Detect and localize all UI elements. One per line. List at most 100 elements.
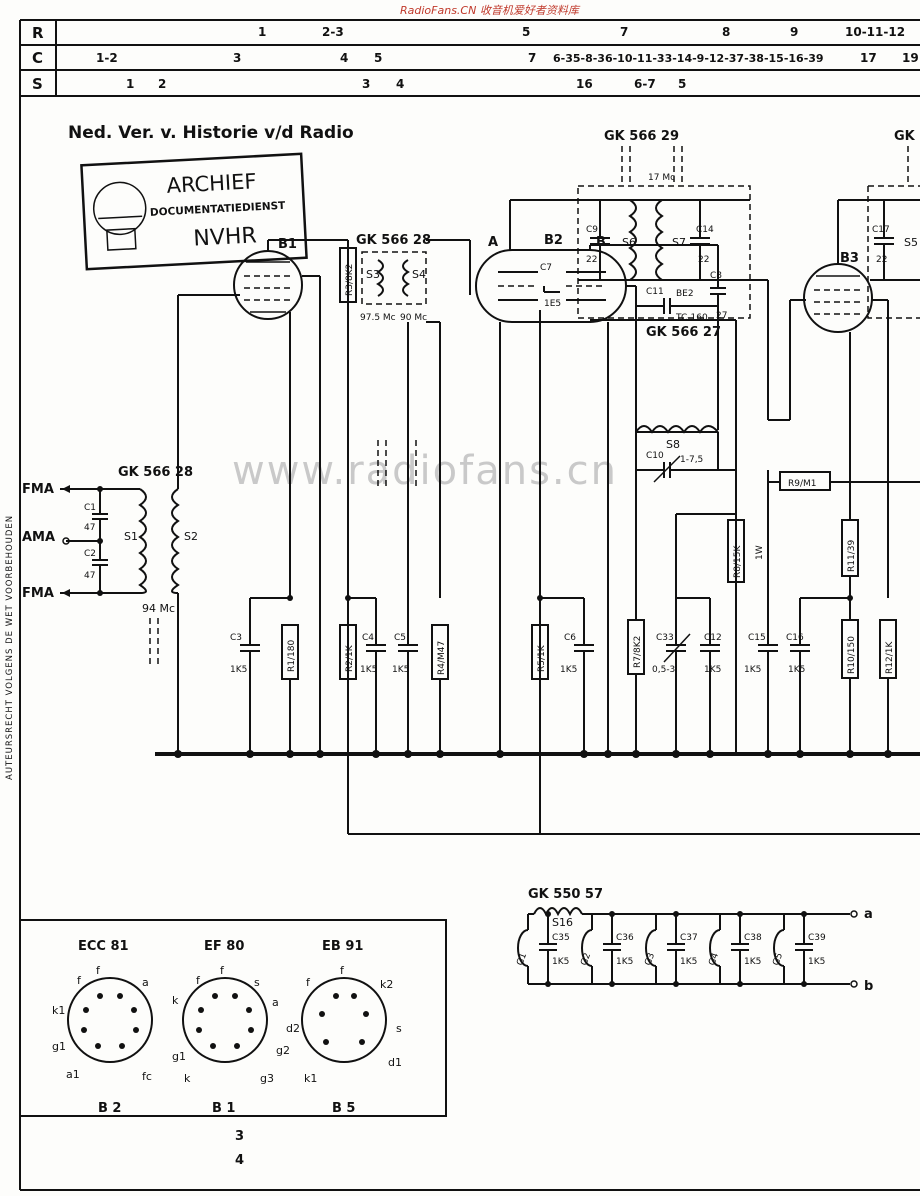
gk-right-label: GK 566 29 bbox=[604, 129, 679, 144]
r5-label: R5/1K bbox=[537, 644, 547, 672]
r8-watt: 1W bbox=[755, 545, 765, 560]
socket-extra: 4 bbox=[235, 1153, 244, 1168]
filter-cap-label: C37 bbox=[680, 933, 698, 943]
c33-value: 0,5-3 bbox=[652, 665, 675, 675]
c-cell: 7 bbox=[528, 51, 536, 65]
filament-label: G2 bbox=[579, 952, 593, 967]
f-s3-label: 97.5 Mc bbox=[360, 313, 396, 323]
b3-network: R9/M1 R11/39 C16 1K5 R10/150 R12/1K bbox=[768, 471, 920, 754]
junction-dot bbox=[609, 981, 615, 987]
socket-ecc81 bbox=[67, 977, 153, 1063]
s4-label: S4 bbox=[412, 268, 426, 281]
pin-label: f bbox=[340, 964, 345, 977]
c3-value: 1K5 bbox=[230, 665, 247, 675]
pin-label: a bbox=[142, 976, 149, 989]
b3-label: B3 bbox=[840, 251, 859, 266]
junction-dot bbox=[801, 981, 807, 987]
gk-input-label: GK 566 28 bbox=[118, 465, 193, 480]
pin-label: s bbox=[396, 1022, 402, 1035]
tube-b2: B2 A B C7 1E5 bbox=[475, 199, 718, 834]
s-cell: 6-7 bbox=[634, 77, 656, 91]
c8-label: C8 bbox=[710, 271, 722, 281]
pin-label: a1 bbox=[66, 1068, 80, 1081]
c11-label: C11 bbox=[646, 287, 664, 297]
r10-label: R10/150 bbox=[847, 636, 857, 674]
mixer-grid-network: R2/1K C4 1K5 C5 1K5 R4/M47 bbox=[339, 597, 449, 754]
c-cell: 4 bbox=[340, 51, 348, 65]
tube-b1: B1 bbox=[233, 237, 348, 754]
oscillator-network: C8 27 C11 BE2 TC-160 GK 566 27 S8 C10 1-… bbox=[590, 245, 765, 754]
watermark-top: RadioFans.CN 收音机爱好者资料库 bbox=[400, 4, 581, 17]
stamp-nvhr: NVHR bbox=[193, 223, 258, 251]
filter-cap-label: C35 bbox=[552, 933, 570, 943]
c-cell: 5 bbox=[374, 51, 382, 65]
c17-label: C17 bbox=[872, 225, 890, 235]
junction-dot bbox=[737, 981, 743, 987]
filament-icon bbox=[709, 929, 721, 967]
c5-value: 1K5 bbox=[392, 665, 409, 675]
c4-label: C4 bbox=[362, 633, 374, 643]
s-cell: 3 bbox=[362, 77, 370, 91]
r4-label: R4/M47 bbox=[437, 641, 447, 675]
r-cell: 1 bbox=[258, 25, 266, 39]
copyright-notice: AUTEURSRECHT VOLGENS DE WET VOORBEHOUDEN bbox=[5, 515, 15, 780]
c5-label: C5 bbox=[394, 633, 406, 643]
filter-cap-value: 1K5 bbox=[808, 957, 825, 967]
c2-value: 47 bbox=[84, 571, 95, 581]
filament-label: G3 bbox=[643, 952, 657, 967]
c2-label: C2 bbox=[84, 549, 96, 559]
junction-dot bbox=[801, 911, 807, 917]
s6-label: S6 bbox=[622, 236, 636, 249]
anode-b-label: B bbox=[596, 235, 606, 250]
input-ama: AMA bbox=[22, 530, 55, 545]
s5r-label: S5 bbox=[904, 236, 918, 249]
pin-label: g2 bbox=[276, 1044, 290, 1057]
gk-osc-label: GK 566 27 bbox=[646, 325, 721, 340]
filament-label: G1 bbox=[515, 952, 529, 967]
c15-value: 1K5 bbox=[744, 665, 761, 675]
filter-title: GK 550 57 bbox=[528, 887, 603, 902]
pin-label: k1 bbox=[304, 1072, 317, 1085]
filter-cap-label: C38 bbox=[744, 933, 762, 943]
pin-label: g1 bbox=[172, 1050, 186, 1063]
s2-label: S2 bbox=[184, 530, 198, 543]
pin-label: f bbox=[77, 974, 82, 987]
anode-a-label: A bbox=[488, 235, 498, 250]
junction-dots bbox=[97, 486, 892, 758]
row-key-s: S bbox=[32, 75, 43, 93]
junction-dot bbox=[673, 981, 679, 987]
c6-value: 1K5 bbox=[560, 665, 577, 675]
r-cell: 9 bbox=[790, 25, 798, 39]
tube-logo-icon bbox=[92, 181, 147, 236]
socket-ef80 bbox=[182, 977, 268, 1063]
header-grid: R C S RadioFans.CN 收音机爱好者资料库 1 2-3 5 7 8… bbox=[19, 4, 920, 1191]
if-transformer-2: GK C17 22 S5 bbox=[867, 129, 920, 319]
filament-icon bbox=[581, 929, 593, 967]
watermark-center: www.radiofans.cn bbox=[232, 448, 618, 494]
pin-label: f bbox=[196, 974, 201, 987]
pin-label: k2 bbox=[380, 978, 393, 991]
c3-label: C3 bbox=[230, 633, 242, 643]
c-cell: 3 bbox=[233, 51, 241, 65]
r-cell: 10-11-12 bbox=[845, 25, 905, 39]
c1-value: 47 bbox=[84, 523, 95, 533]
c12-value: 1K5 bbox=[704, 665, 721, 675]
if-transformer-1: GK 566 29 17 Mc C9 22 S6 S7 C14 22 bbox=[577, 129, 806, 421]
socket-eb91 bbox=[301, 977, 387, 1063]
c-cell: 17 bbox=[860, 51, 877, 65]
input-fma-top: FMA bbox=[22, 482, 54, 497]
pin-label: f bbox=[96, 964, 101, 977]
junction-dot bbox=[545, 981, 551, 987]
tube-b3: B3 bbox=[803, 199, 889, 598]
socket-legend-box: ECC 81 f f a k1 g1 a1 fc B 2 EF 80 f f s… bbox=[19, 919, 447, 1168]
filament-label: G4 bbox=[707, 951, 721, 967]
c6-label: C6 bbox=[564, 633, 576, 643]
filter-cap-value: 1K5 bbox=[680, 957, 697, 967]
r11-label: R11/39 bbox=[847, 540, 857, 572]
stamp-dienst: DOCUMENTATIEDIENST bbox=[150, 200, 287, 219]
socket-type-ef80: EF 80 bbox=[204, 939, 244, 954]
s-cell: 4 bbox=[396, 77, 404, 91]
c-cell: 19 bbox=[902, 51, 919, 65]
c33-label: C33 bbox=[656, 633, 674, 643]
